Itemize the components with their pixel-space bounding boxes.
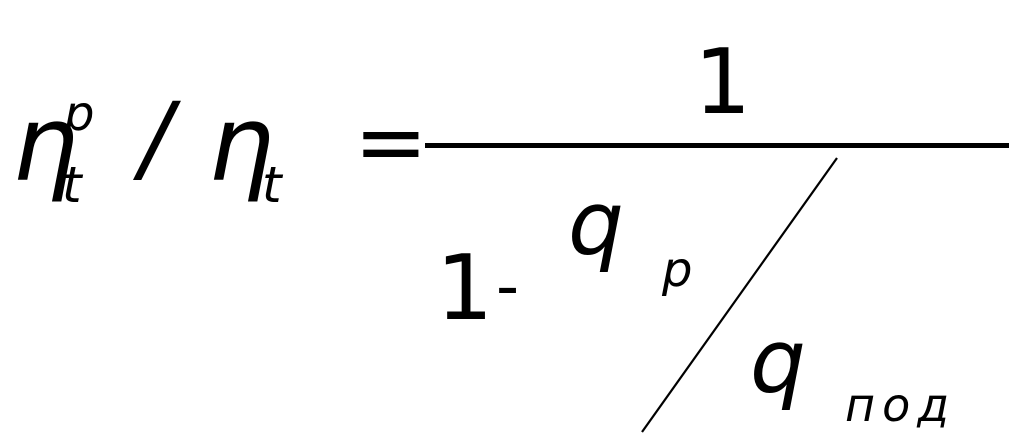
eta-superscript-p: p: [64, 86, 95, 142]
denominator-one: 1: [436, 236, 494, 341]
eta-symbol: η: [12, 83, 78, 205]
fraction-bar: [425, 143, 1009, 148]
q-subscript-p: p: [662, 242, 693, 298]
eta-subscript-t: t: [62, 156, 82, 214]
eta-symbol-2: η: [208, 83, 274, 205]
q-denominator: q: [750, 310, 806, 413]
fraction-numerator: 1: [694, 30, 752, 135]
division-slash: /: [140, 82, 173, 194]
q-subscript-pod: под: [845, 378, 957, 432]
denominator-minus: -: [496, 250, 520, 324]
equals-sign: =: [354, 90, 428, 193]
eta-subscript-t-2: t: [262, 156, 282, 214]
q-numerator: q: [568, 172, 624, 275]
